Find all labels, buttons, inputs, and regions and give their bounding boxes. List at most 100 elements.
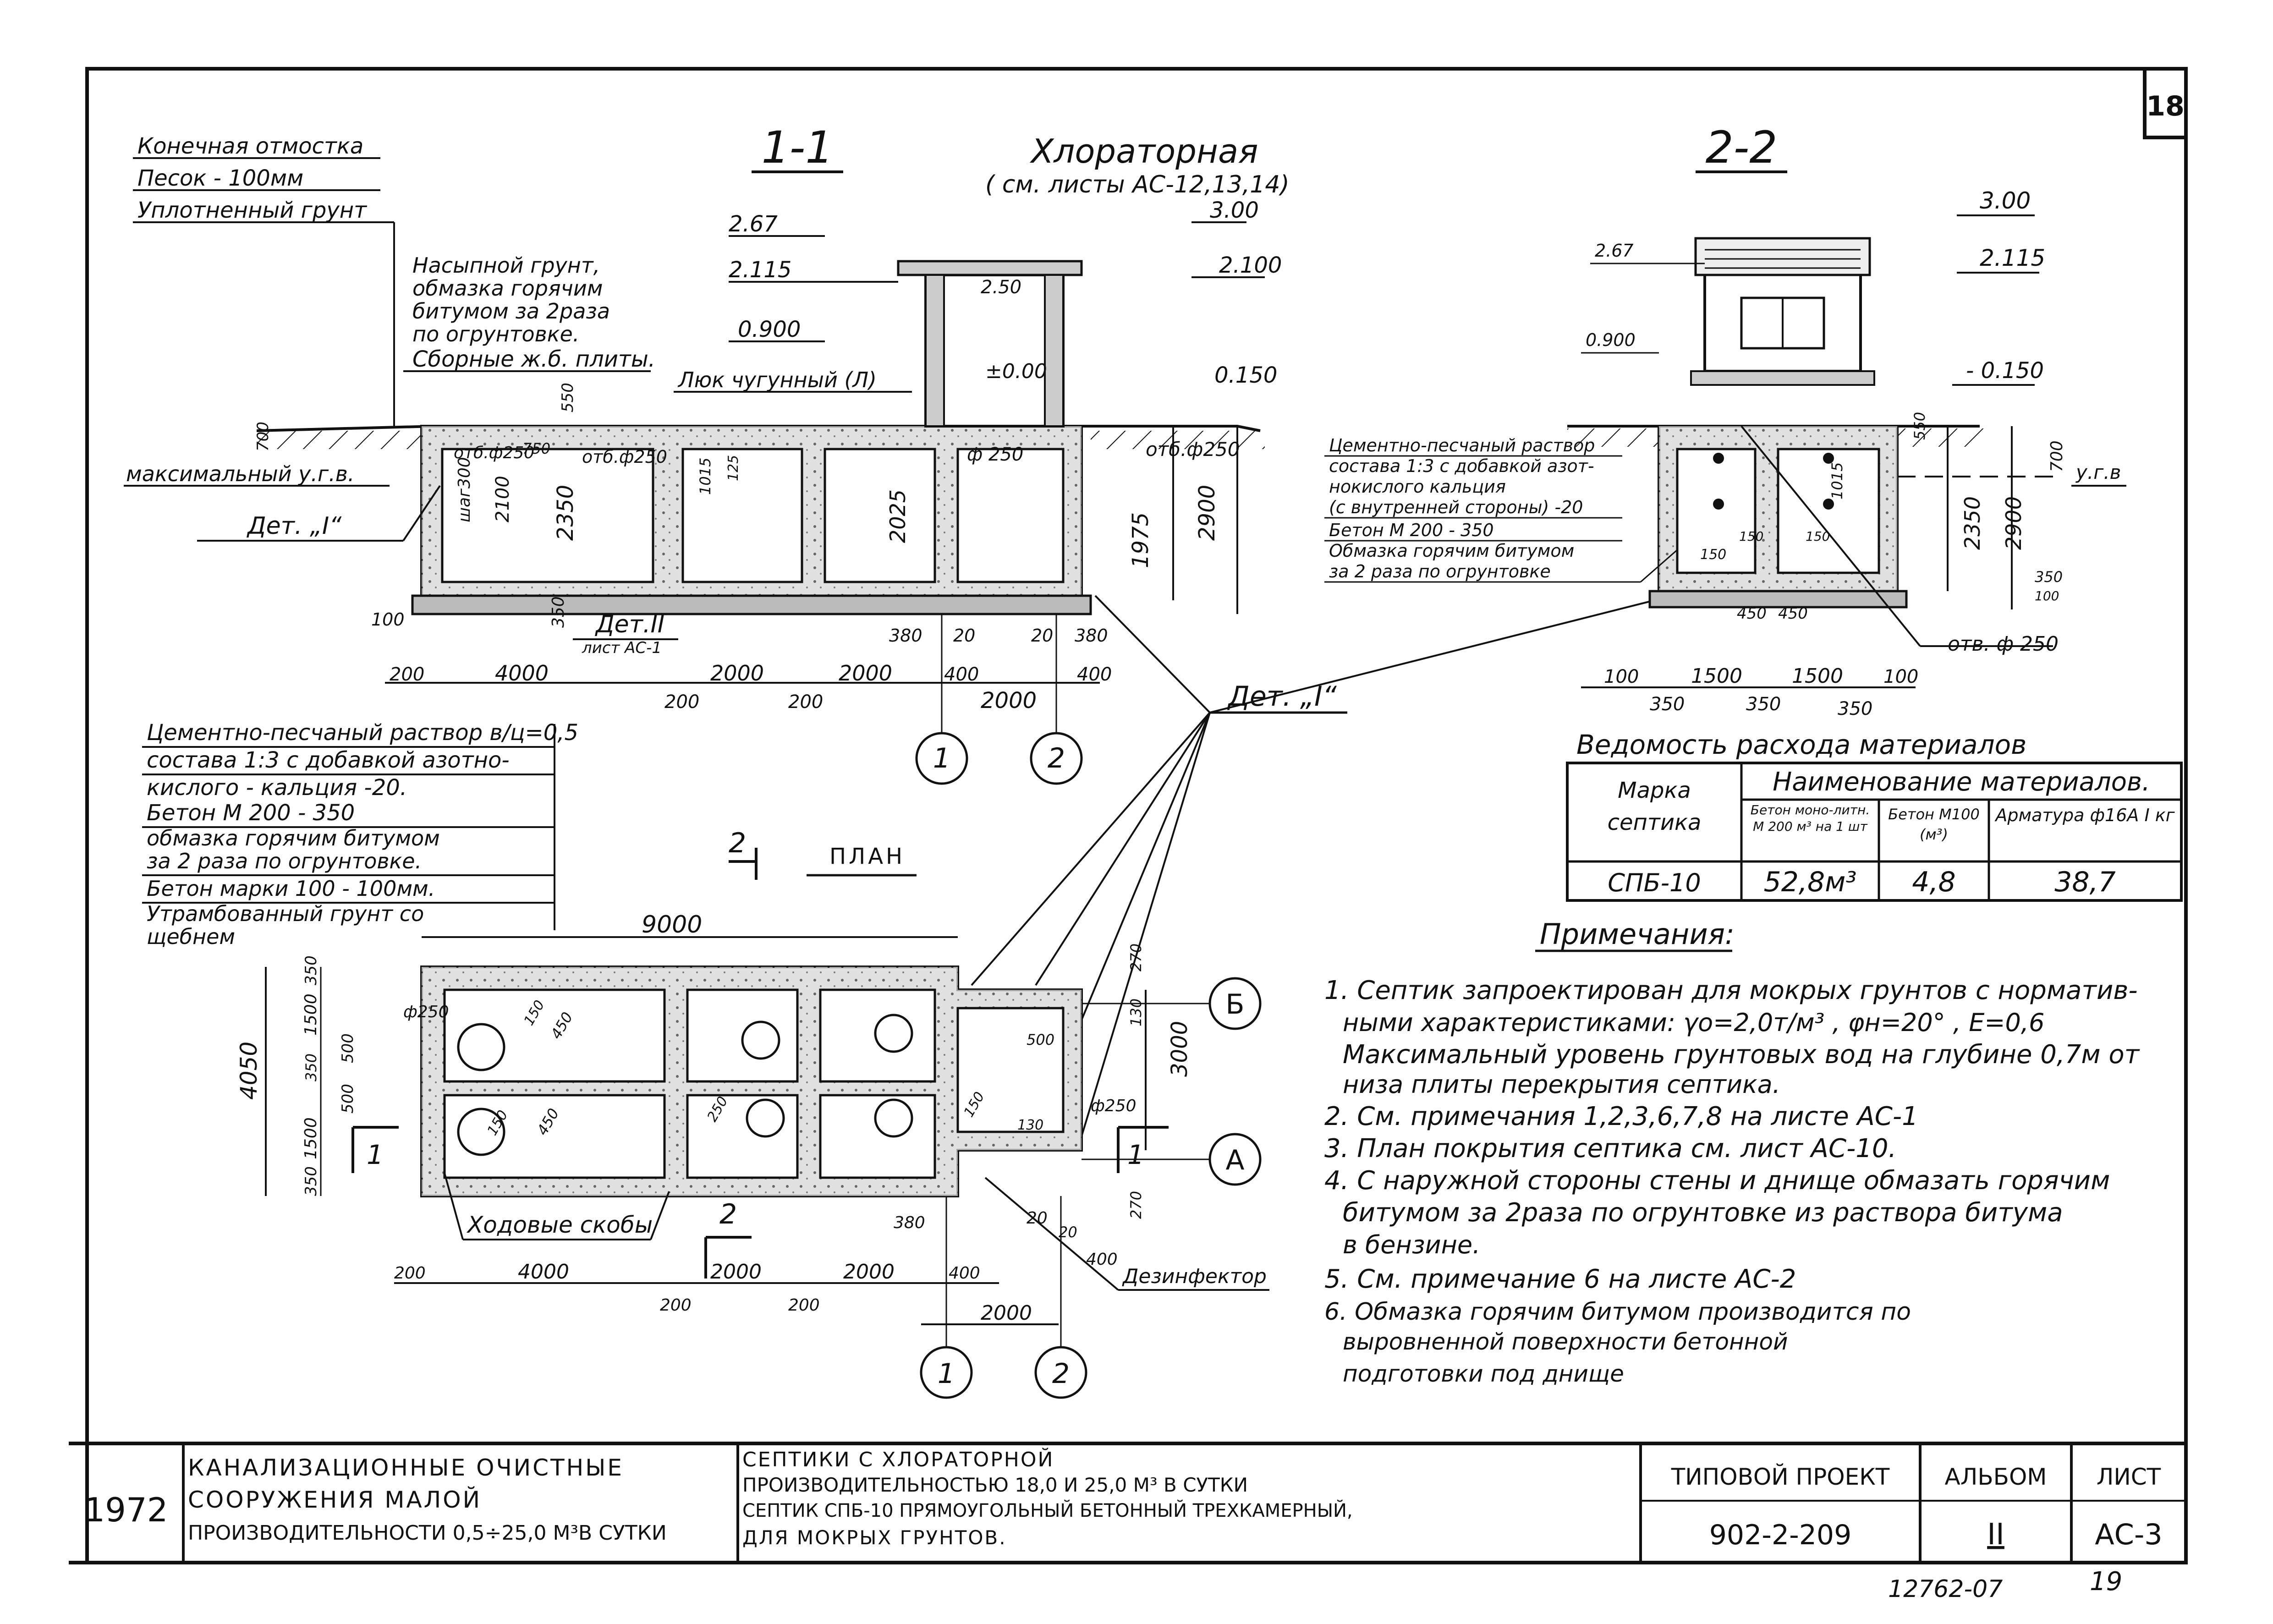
plan-dim-l-500: 500 — [339, 1033, 357, 1063]
plan-title: ПЛАН — [829, 844, 905, 869]
note-line-1: Цементно-песчаный раствор в/ц=0,5 — [147, 720, 578, 746]
dim-b-200: 200 — [390, 664, 424, 685]
plan-b-2000: 2000 — [710, 1260, 762, 1284]
dim-b-380b: 380 — [1075, 625, 1108, 646]
s2-gw: у.г.в — [2075, 461, 2121, 483]
plan-cut-1-left: 1 — [367, 1139, 384, 1170]
s2-dim-350c: 350 — [1838, 698, 1872, 719]
hole-label-mid: отб.ф250 — [582, 447, 667, 467]
plan-cut-1-right: 1 — [1127, 1139, 1144, 1170]
s2-dim-350b: 350 — [1746, 694, 1781, 715]
s2-dim-100b: 100 — [1883, 666, 1918, 687]
det-1-label-left: Дет. „I“ — [247, 512, 342, 540]
slabs-note: Сборные ж.б. плиты. — [412, 346, 655, 372]
sheet-number: 18 — [2146, 90, 2185, 122]
s2-elev-0-150: - 0.150 — [1966, 358, 2044, 384]
dim-2350: 2350 — [553, 485, 578, 541]
dim-b-350: 350 — [549, 596, 568, 628]
section-2-title: 2-2 — [1706, 122, 1778, 173]
s2-dim-2350: 2350 — [1960, 496, 1985, 550]
s2-elev-2-115: 2.115 — [1980, 245, 2045, 271]
tb-sheet-label: ЛИСТ — [2097, 1464, 2161, 1490]
note-line-7: Бетон марки 100 - 100мм. — [147, 876, 435, 901]
dim-2900: 2900 — [1194, 485, 1220, 541]
elev-0-900: 0.900 — [738, 317, 801, 342]
dim-b-4000: 4000 — [495, 661, 549, 686]
tb-project-3: ПРОИЗВОДИТЕЛЬНОСТИ 0,5÷25,0 М³В СУТКИ — [188, 1521, 667, 1545]
elev-2-67: 2.67 — [729, 211, 778, 237]
plan-b-2000c: 2000 — [981, 1301, 1032, 1325]
plan-cut-mark-bottom: 2 — [719, 1198, 737, 1230]
plan-dim-r-270: 270 — [1127, 944, 1145, 971]
pipe-label: ф 250 — [967, 444, 1023, 465]
plan-pipe-label-2: ф250 — [1091, 1097, 1136, 1115]
fill-note-3: битумом за 2раза — [412, 299, 610, 324]
materials-row-mark: СПБ-10 — [1608, 868, 1701, 897]
hole-label-left: отб.ф250 — [454, 444, 534, 462]
dim-b-20b: 20 — [1031, 625, 1053, 646]
plan-cut-mark: 2 — [729, 827, 746, 859]
tb-album-label: АЛЬБОМ — [1945, 1464, 2047, 1490]
axis-1-section: 1 — [933, 742, 950, 774]
dim-b-100: 100 — [371, 609, 405, 630]
layer-note-2: Песок - 100мм — [137, 165, 303, 191]
tb-project-2: СООРУЖЕНИЯ МАЛОЙ — [188, 1486, 482, 1513]
dim-b-200c: 200 — [788, 691, 823, 713]
plan-b-200c: 200 — [788, 1296, 820, 1315]
s2-note-6: Обмазка горячим битумом — [1329, 541, 1574, 561]
plan-right-width: 3000 — [1167, 1021, 1192, 1077]
s2-dim-450a: 450 — [1737, 604, 1767, 623]
plan-dim-l-1500b: 1500 — [302, 1117, 320, 1159]
dim-1975: 1975 — [1128, 512, 1153, 568]
s2-note-3: нокислого кальция — [1329, 477, 1506, 497]
step-label: шаг300 — [455, 457, 474, 522]
s2-note-5: Бетон М 200 - 350 — [1329, 520, 1494, 540]
s2-dim-350r: 350 — [2035, 568, 2063, 586]
elev-0-00: ±0.00 — [985, 360, 1047, 383]
dim-550: 550 — [559, 383, 577, 412]
elev-2-115: 2.115 — [729, 257, 791, 283]
note-line-3: кислого - кальция -20. — [147, 775, 407, 801]
layer-note-1: Конечная отмостка — [137, 133, 363, 159]
note-line-5: обмазка горячим битумом — [147, 826, 440, 850]
disinfector-label: Дезинфектор — [1122, 1265, 1267, 1288]
materials-col-group: Наименование материалов. — [1773, 767, 2150, 797]
tb-desc-3: СЕПТИК СПБ-10 ПРЯМОУГОЛЬНЫЙ БЕТОННЫЙ ТРЕ… — [742, 1499, 1353, 1521]
title-block: 1972 КАНАЛИЗАЦИОННЫЕ ОЧИСТНЫЕ СООРУЖЕНИЯ… — [69, 1442, 2186, 1603]
remark-8: битумом за 2раза по огрунтовке из раство… — [1343, 1198, 2063, 1228]
materials-col-a: Бетон моно-литн. М 200 м³ на 1 шт — [1750, 802, 1870, 834]
s2-note-2: состава 1:3 с добавкой азот- — [1329, 456, 1594, 476]
plan-dim-l-350c: 350 — [302, 1166, 320, 1196]
s2-dim-1500b: 1500 — [1792, 664, 1843, 688]
materials-row-a: 52,8м³ — [1764, 866, 1857, 898]
elev-3-00: 3.00 — [1210, 198, 1259, 223]
sheet-number-box — [2143, 67, 2188, 139]
note-line-2: состава 1:3 с добавкой азотно- — [147, 747, 510, 773]
materials-table: Ведомость расхода материалов Марка септи… — [1566, 729, 2183, 902]
plan-b-20b: 20 — [1059, 1223, 1077, 1241]
remarks: Примечания: 1. Септик запроектирован для… — [1324, 917, 2140, 1387]
fill-note-4: по огрунтовке. — [412, 322, 579, 346]
plan-b-380: 380 — [894, 1213, 925, 1232]
plan-dim-r-270b: 270 — [1127, 1191, 1145, 1219]
dim-2100: 2100 — [492, 476, 513, 522]
notes-block: Цементно-песчаный раствор в/ц=0,5 состав… — [142, 720, 578, 949]
s2-dim-100a: 100 — [1604, 666, 1639, 687]
axis-a: А — [1225, 1144, 1244, 1176]
s2-dim-450b: 450 — [1778, 604, 1808, 623]
axis-2-section: 2 — [1048, 742, 1065, 774]
axis-1-plan: 1 — [938, 1358, 955, 1390]
gw-label: максимальный у.г.в. — [126, 461, 355, 486]
materials-col-mark: Марка септика — [1607, 778, 1702, 835]
hatch-label: Люк чугунный (Л) — [677, 368, 877, 392]
remark-2: ными характеристиками: γо=2,0т/м³ , φн=2… — [1343, 1008, 2044, 1037]
s2-dim-150b: 150 — [1739, 529, 1763, 544]
chlorinator-ref: ( см. листы АС-12,13,14) — [985, 171, 1290, 198]
section-1-1: 1-1 Хлораторная ( см. листы АС-12,13,14)… — [124, 122, 1290, 785]
tb-sheet-value: АС-3 — [2095, 1518, 2163, 1551]
plan-overall-width: 4050 — [236, 1042, 262, 1100]
s2-elev-3-00: 3.00 — [1980, 187, 2031, 214]
plan-dim-l-500b: 500 — [339, 1084, 357, 1114]
materials-col-c: Арматура ф16А I кг — [1995, 805, 2175, 825]
plan-pipe-label: ф250 — [403, 1003, 449, 1021]
